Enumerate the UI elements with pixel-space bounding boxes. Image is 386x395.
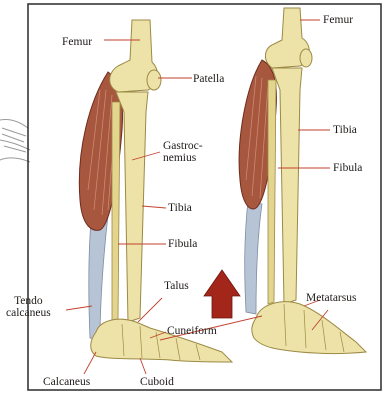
label-cuneiform: Cuneiform [167, 325, 217, 337]
foot-right [252, 302, 366, 354]
label-metatarsus: Metatarsus [306, 292, 356, 304]
fibula-left [112, 102, 120, 322]
patella-right [300, 49, 312, 67]
label-tibia-right: Tibia [333, 124, 357, 136]
sketch-fragment [0, 119, 30, 162]
label-fibula-left: Fibula [168, 238, 197, 250]
fibula-right [268, 80, 276, 304]
label-tibia-left: Tibia [168, 202, 192, 214]
label-fibula-right: Fibula [333, 162, 362, 174]
movement-arrow [204, 270, 240, 318]
achilles-tendon-right [245, 200, 262, 314]
label-femur-right: Femur [323, 14, 353, 26]
label-talus: Talus [164, 280, 189, 292]
label-gastrocnemius: Gastroc- nemius [163, 140, 203, 164]
label-patella: Patella [193, 73, 224, 85]
left-leg [79, 20, 232, 362]
label-calcaneus: Calcaneus [43, 376, 90, 388]
patella-left [147, 70, 161, 90]
label-femur-left: Femur [62, 36, 92, 48]
label-tendo-calcaneus: Tendo calcaneus [6, 295, 51, 319]
label-cuboid: Cuboid [140, 376, 174, 388]
